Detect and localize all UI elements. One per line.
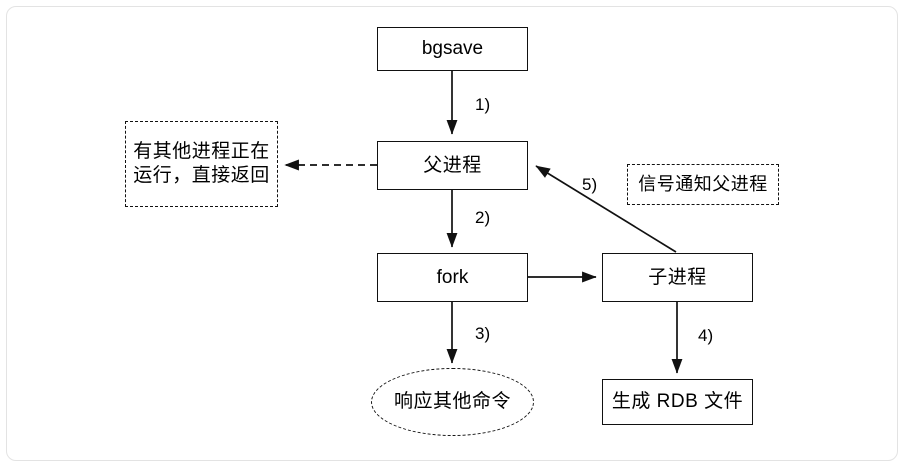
edge-label-1: 1) [475,95,491,114]
node-generate-rdb-file[interactable]: 生成 RDB 文件 [602,379,753,425]
node-respond-other-commands[interactable]: 响应其他命令 [371,368,534,436]
node-signal-notify-parent[interactable]: 信号通知父进程 [627,164,779,205]
edge-label-4: 4) [698,326,714,345]
node-bgsave[interactable]: bgsave [377,27,528,71]
edge-child-to-parent [535,165,677,253]
edge-label-5: 5) [582,175,598,194]
edge-label-2: 2) [475,208,491,227]
edge-label-3: 3) [475,324,491,343]
node-child-process[interactable]: 子进程 [602,253,753,302]
node-other-process-running[interactable]: 有其他进程正在 运行，直接返回 [125,121,278,207]
node-parent-process[interactable]: 父进程 [377,141,528,190]
node-fork[interactable]: fork [377,253,528,302]
